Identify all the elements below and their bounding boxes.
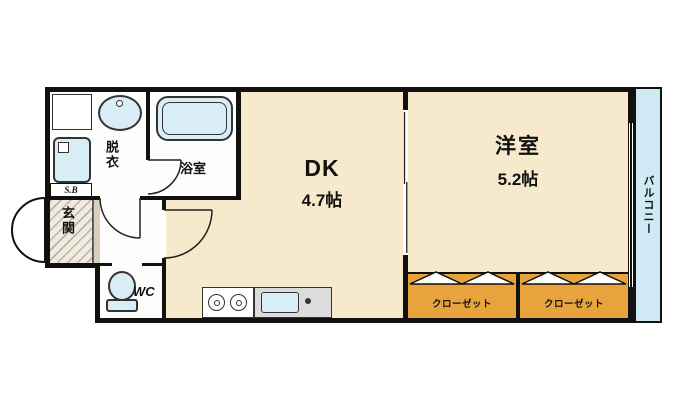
western-room-size: 5.2帖 (497, 170, 539, 189)
wall-wc-top-a (100, 263, 112, 266)
folding-door-icon (521, 271, 575, 285)
wall-dk-western-upper (403, 87, 408, 110)
wall-left (45, 87, 50, 268)
bathtub-inner-line (162, 102, 227, 135)
shoebox-label: S.B (64, 185, 78, 195)
washbasin-faucet-icon (116, 100, 123, 107)
entrance-label: 玄関 (60, 206, 75, 236)
wall-dressing-bottom-a (45, 196, 100, 200)
wall-wc-left (95, 263, 100, 323)
dk-size: 4.7帖 (301, 191, 343, 210)
dk-label-group: DK 4.7帖 (241, 155, 403, 211)
hallway-floor (100, 200, 162, 263)
washer-drain-icon (58, 142, 69, 153)
bath-door-arc-icon (147, 159, 182, 195)
toilet-tank-icon (106, 299, 138, 312)
room-dk-floor (241, 92, 403, 318)
shoebox: S.B (50, 183, 92, 197)
wall-right-upper (628, 87, 634, 123)
western-room-label-group: 洋室 5.2帖 (408, 130, 628, 190)
window-pane-line (630, 123, 632, 287)
wall-closet-divider (516, 272, 520, 318)
stove-burner-icon (230, 294, 247, 311)
wall-wc-top-b (142, 263, 162, 266)
wall-bottom (95, 318, 634, 323)
wall-hall-right-b (162, 258, 166, 323)
entrance-step (93, 200, 100, 263)
bathtub-icon (156, 96, 233, 141)
closet-left-label: クローゼット (431, 299, 492, 310)
dk-door-arc-icon (163, 209, 213, 259)
wc-label: WC (133, 284, 155, 299)
wall-right-lower (628, 287, 634, 323)
wall-top (45, 87, 634, 92)
counter-box (52, 94, 92, 130)
balcony: バルコニー (634, 87, 662, 323)
room-western-floor (408, 92, 628, 272)
wall-entrance-bottom (45, 263, 100, 268)
dressing-label: 脱衣 (104, 140, 119, 170)
balcony-label: バルコニー (642, 175, 654, 235)
room-entrance-floor (50, 200, 93, 263)
western-room-name: 洋室 (495, 135, 541, 158)
kitchen-sink-icon (261, 292, 299, 313)
wall-hall-right-a (162, 196, 166, 210)
sliding-door-icon (403, 112, 408, 253)
folding-door-icon (461, 271, 515, 285)
entrance-door-arc-icon (11, 196, 46, 264)
window-icon (628, 123, 634, 287)
wall-dressing-bottom-b (140, 196, 241, 200)
stove-burner-icon (208, 294, 225, 311)
dk-name: DK (304, 155, 340, 181)
closet-right-label: クローゼット (543, 299, 604, 310)
wall-bath-left (146, 92, 150, 160)
folding-door-icon (409, 271, 463, 285)
faucet-icon (305, 298, 311, 304)
dressing-door-arc-icon (99, 197, 141, 239)
closet-right: クローゼット (520, 272, 628, 318)
bath-label: 浴室 (179, 161, 206, 176)
wall-bath-right (236, 92, 241, 196)
wall-dk-western-lower (403, 255, 408, 323)
folding-door-icon (573, 271, 627, 285)
